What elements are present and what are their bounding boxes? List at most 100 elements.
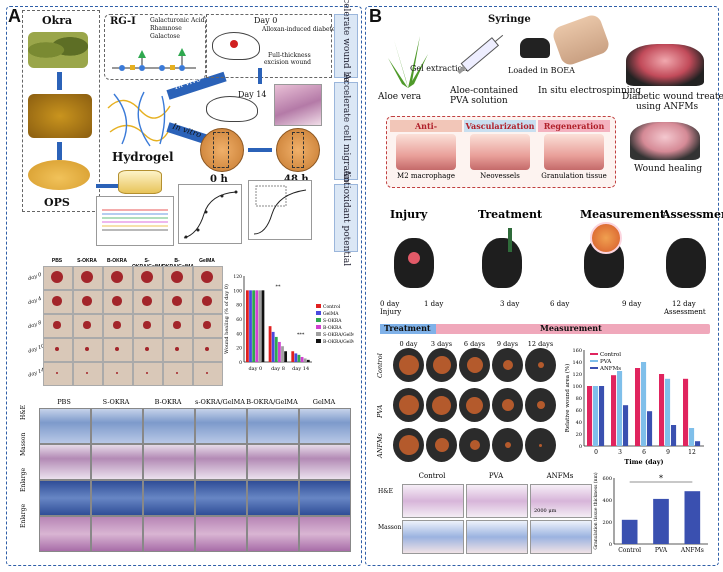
histo-col-label: S-OKRA	[102, 398, 130, 406]
photo-col-label: 6 days	[463, 340, 486, 348]
histo-col-label: ANFMs	[546, 472, 574, 480]
wound-healing-image	[630, 122, 700, 160]
mechanism-band-image	[544, 134, 604, 170]
y-tick-label: 0	[579, 444, 582, 450]
y-tick-label: 40	[236, 331, 242, 337]
wound-spot	[53, 321, 61, 329]
wound-dot-icon	[230, 40, 238, 48]
y-tick-label: 80	[576, 396, 582, 402]
histo-image	[143, 516, 195, 552]
wound-area	[434, 438, 449, 452]
bar	[689, 428, 695, 446]
wound-spot	[201, 271, 213, 283]
y-tick-label: 60	[236, 317, 242, 323]
wound-photo	[103, 314, 133, 338]
timeline-treatment	[380, 324, 436, 334]
side-label-wound: Accelerate wound healing	[334, 0, 358, 105]
side-label-migration: Accelerate cell migration	[334, 73, 358, 189]
histo-row-label: Enlarge	[20, 504, 27, 528]
wound-spot	[114, 346, 120, 352]
photo-row-label: Control	[376, 353, 384, 378]
x-tick-label: 3	[618, 449, 622, 456]
hydrogel-label: Hydrogel	[112, 150, 174, 164]
aloe-vera-label: Aloe vera	[378, 92, 422, 102]
y-tick-label: 160	[572, 348, 582, 354]
y-axis-label: Relative wound area (%)	[564, 364, 571, 433]
wound-photo	[133, 362, 163, 386]
wound-spot	[55, 371, 59, 375]
histo-image	[530, 484, 592, 518]
wound-spot	[113, 321, 121, 329]
histo-image	[143, 408, 195, 444]
syringe-icon	[457, 34, 504, 75]
timeline-day-label: 1 day	[424, 300, 444, 308]
wound-spot	[408, 252, 420, 264]
histo-col-label: s-OKRA/GelMA	[195, 398, 245, 406]
x-tick-label: PVA	[655, 547, 668, 554]
gel-extraction-label: Gel extraction	[410, 64, 468, 73]
photo-col-label: 0 day	[399, 340, 418, 348]
legend-label: ANFMs	[599, 366, 621, 372]
histo-image	[299, 444, 351, 480]
histo-col-label: PBS	[57, 398, 71, 406]
legend-label: B-OKRA/GelMA	[323, 339, 354, 345]
histo-image	[299, 480, 351, 516]
histo-row-label: H&E	[20, 405, 27, 420]
wound-photo	[193, 362, 223, 386]
histo-image	[195, 516, 247, 552]
scale-bar-label: 2000 μm	[534, 508, 557, 514]
wound-photo	[163, 266, 193, 290]
histo-image	[247, 516, 299, 552]
legend-swatch	[316, 339, 321, 343]
wound-spot	[85, 371, 89, 375]
wound-spot	[143, 321, 151, 329]
wound-area	[432, 356, 451, 374]
histo-image	[299, 408, 351, 444]
loaded-label: Loaded in BOEA	[508, 66, 575, 75]
alloxan-label: Alloxan-induced diabete	[262, 26, 336, 33]
bar	[258, 290, 262, 362]
y-axis-label: Granulation tissue thickness (nm)	[592, 472, 599, 549]
wound-area	[536, 401, 545, 409]
bar	[587, 386, 593, 446]
wound-spot	[115, 371, 119, 375]
bar	[246, 290, 249, 362]
y-tick-label: 400	[602, 498, 612, 504]
cell-migration-dish-0h	[200, 128, 244, 172]
histo-image	[39, 516, 91, 552]
y-tick-label: 200	[602, 520, 612, 526]
wound-spot	[82, 296, 92, 306]
wound-spot	[51, 271, 63, 283]
stage-label: Injury	[390, 208, 428, 221]
syringe-label: Syringe	[488, 14, 531, 25]
antioxidant-mini-chart-3	[248, 180, 312, 240]
in-situ-label: In situ electrospinning	[538, 86, 642, 96]
wound-area	[398, 355, 419, 375]
bar	[695, 441, 701, 446]
wound-spot	[141, 271, 153, 283]
histo-image	[530, 520, 592, 554]
y-tick-label: 20	[236, 346, 242, 352]
wound-area	[398, 435, 419, 455]
x-tick-label: 6	[642, 449, 646, 456]
arrow-extract-down	[57, 142, 62, 160]
y-tick-label: 120	[572, 372, 582, 378]
legend-label: GelMA	[323, 311, 339, 317]
panel-a	[6, 6, 362, 566]
bar	[294, 353, 298, 362]
wound-area	[469, 440, 480, 450]
bar	[297, 354, 301, 362]
mouse-image	[482, 238, 522, 288]
legend-swatch	[316, 332, 321, 336]
histo-image	[247, 480, 299, 516]
timeline-day-label: 0 day	[380, 300, 400, 308]
bar	[684, 491, 701, 544]
measurement-inset	[590, 222, 622, 254]
wound-spot	[175, 371, 179, 375]
ops-powder-image	[28, 160, 90, 190]
aloe-pva-label-1: Aloe-contained	[450, 86, 519, 96]
wound-spot	[81, 271, 93, 283]
wound-spot	[174, 346, 180, 352]
